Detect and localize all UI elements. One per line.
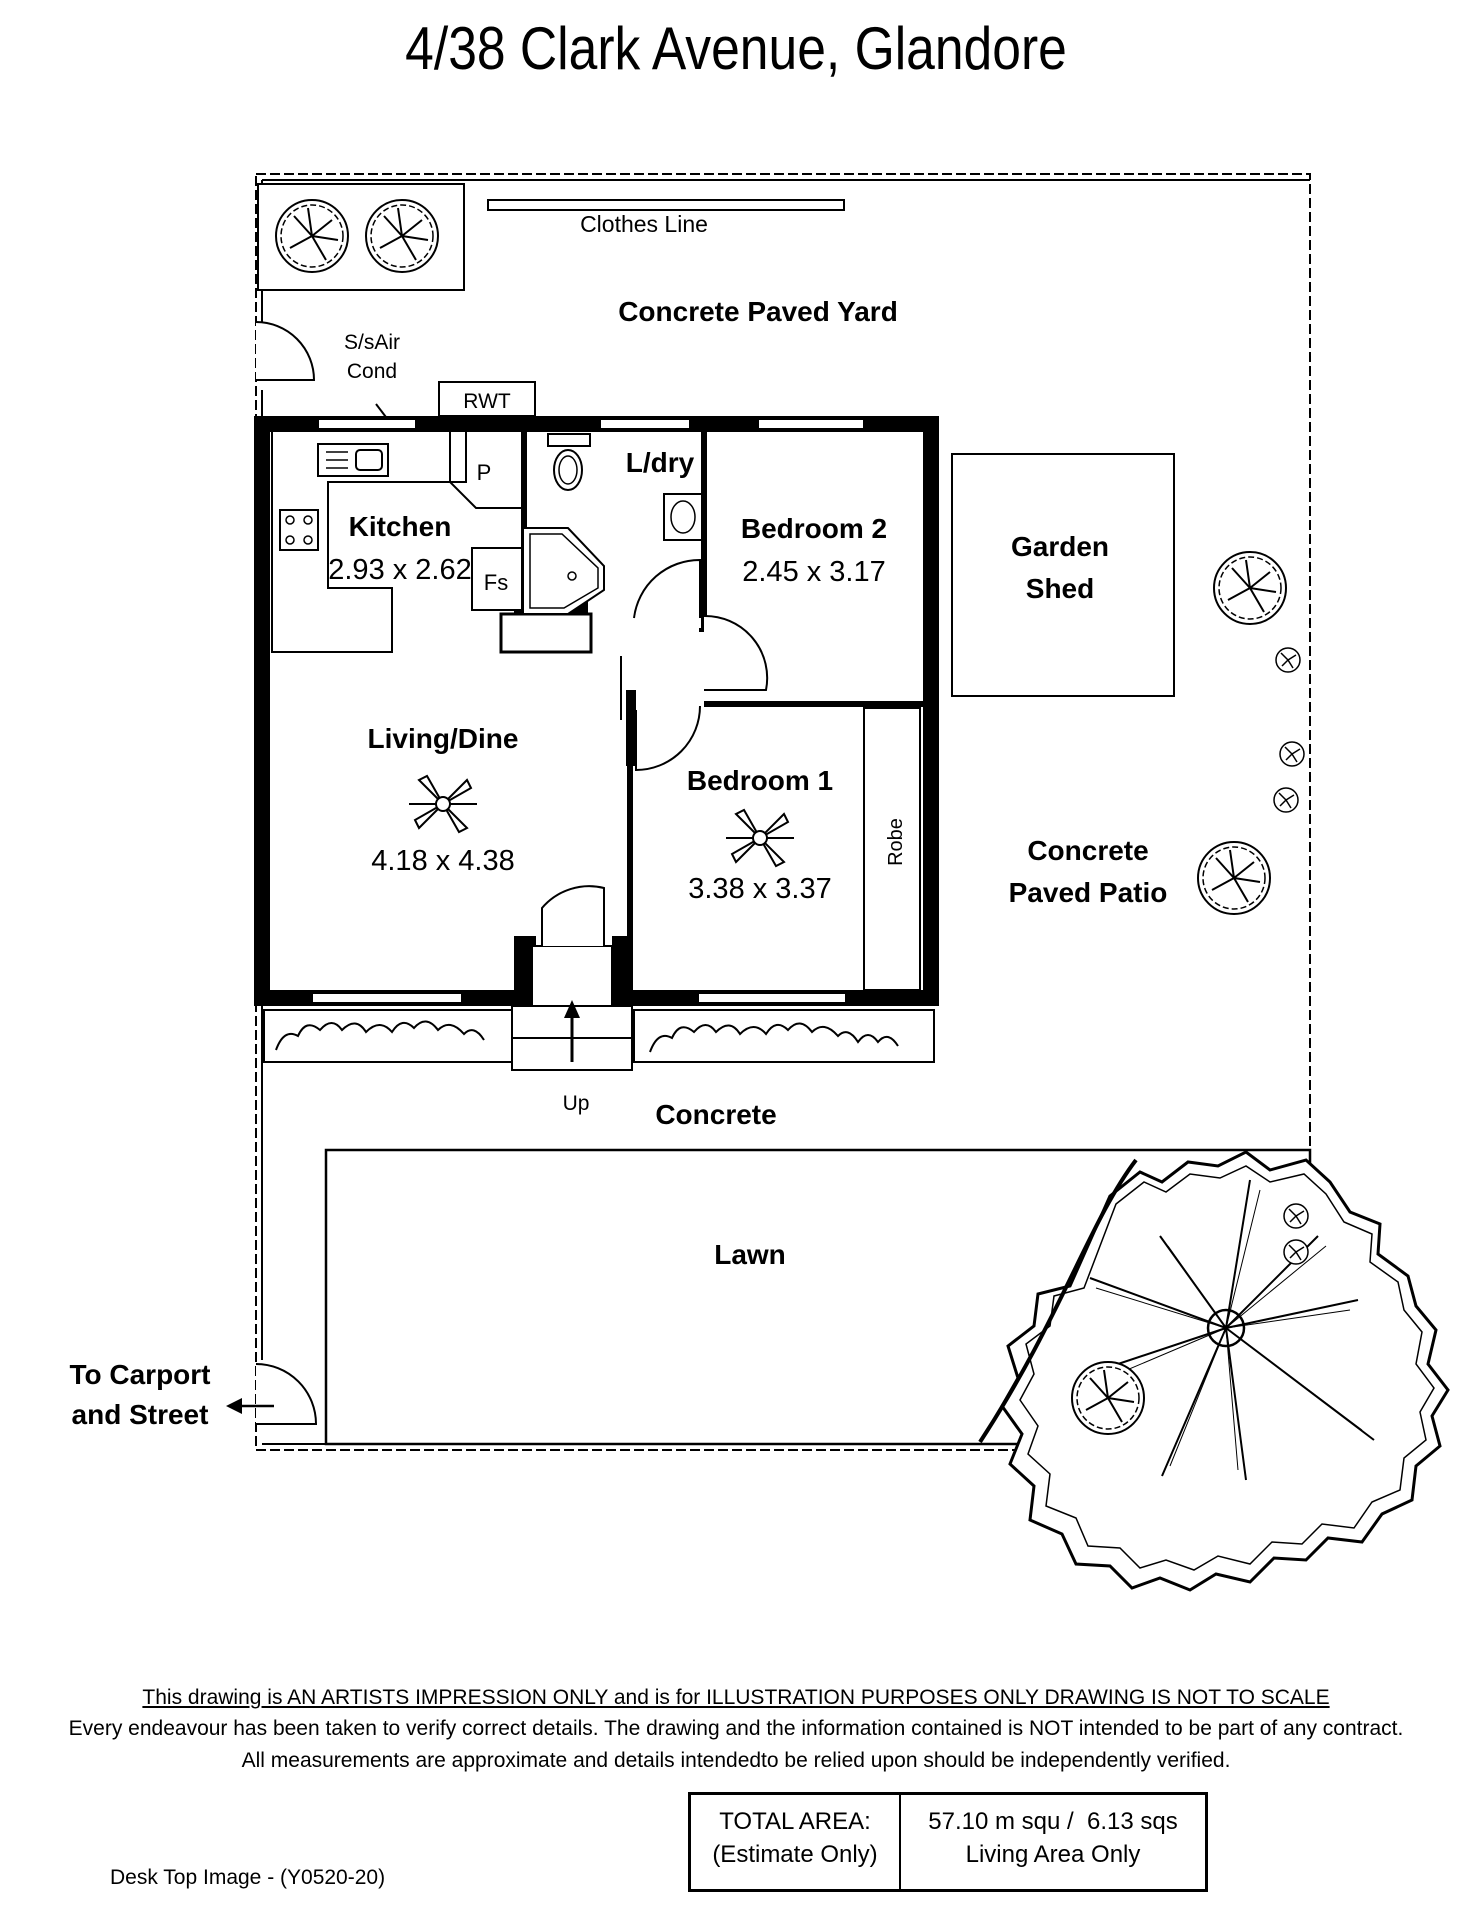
patio-label-1: Concrete	[1027, 835, 1148, 866]
area-value-2: Living Area Only	[965, 1841, 1141, 1868]
bedroom2-door[interactable]	[703, 614, 769, 691]
area-box: TOTAL AREA: (Estimate Only) 57.10 m squ …	[688, 1792, 1208, 1892]
aircon-label-1: S/sAir	[344, 331, 400, 354]
area-label-cell: TOTAL AREA: (Estimate Only)	[691, 1795, 901, 1889]
tree-icon	[1197, 841, 1271, 915]
shrub-icon	[1279, 741, 1305, 767]
concrete-label: Concrete	[655, 1099, 776, 1130]
kitchen-size: 2.93 x 2.62	[328, 554, 472, 586]
carport-gate[interactable]	[255, 1363, 318, 1425]
carport-label-2: and Street	[72, 1399, 209, 1430]
yard-gate[interactable]	[255, 321, 316, 381]
tree-icon	[1213, 551, 1287, 625]
wardrobe-block	[499, 612, 593, 654]
shrub-icon	[1273, 787, 1299, 813]
bedroom2-size: 2.45 x 3.17	[742, 556, 886, 588]
fridge-space-label: Fs	[484, 570, 508, 595]
aircon-label-2: Cond	[347, 360, 397, 383]
bedroom1-name: Bedroom 1	[687, 765, 833, 796]
area-value-1: 57.10 m squ / 6.13 sqs	[928, 1808, 1178, 1835]
fridge-space	[471, 547, 523, 611]
rain-water-tank	[438, 381, 536, 417]
tree-icon	[365, 199, 439, 273]
ceiling-fan-icon	[408, 775, 478, 833]
rwt-label: RWT	[463, 390, 511, 413]
lawn-label: Lawn	[714, 1239, 786, 1270]
garden-shed-label-2: Shed	[1026, 573, 1094, 604]
robe-label: Robe	[885, 818, 907, 866]
kitchen-name: Kitchen	[349, 511, 452, 542]
toilet-cistern	[547, 433, 591, 447]
area-value-cell: 57.10 m squ / 6.13 sqs Living Area Only	[901, 1795, 1205, 1889]
shrub-icon	[1275, 647, 1301, 673]
front-garden-beds	[263, 1009, 935, 1063]
shrub-icon	[1283, 1239, 1309, 1265]
robe	[863, 707, 921, 991]
yard-label: Concrete Paved Yard	[618, 296, 898, 327]
living-size: 4.18 x 4.38	[371, 845, 515, 877]
garden-shed	[951, 453, 1175, 697]
pantry	[449, 432, 524, 509]
patio-label-2: Paved Patio	[1009, 877, 1168, 908]
disclaimer-line-2: Every endeavour has been taken to verify…	[68, 1717, 1404, 1740]
carport-label-1: To Carport	[69, 1359, 210, 1390]
bedroom1-door[interactable]	[635, 705, 701, 772]
clothes-line	[487, 199, 845, 211]
footer-code: Desk Top Image - (Y0520-20)	[110, 1866, 386, 1889]
pantry-label: P	[477, 460, 492, 485]
entry	[531, 945, 613, 1007]
laundry-label: L/dry	[626, 447, 695, 478]
garden-shed-label-1: Garden	[1011, 531, 1109, 562]
cooktop-icon	[279, 509, 319, 551]
area-label-1: TOTAL AREA:	[719, 1808, 871, 1835]
clothes-line-label: Clothes Line	[580, 211, 708, 237]
wall-stub	[626, 690, 636, 766]
up-arrow-icon	[564, 1000, 580, 1018]
arrow-left-icon	[226, 1398, 242, 1414]
front-door[interactable]	[541, 885, 605, 946]
kitchen-bench	[271, 432, 467, 653]
up-label: Up	[563, 1092, 590, 1115]
windows	[311, 418, 865, 1004]
page-title: 4/38 Clark Avenue, Glandore	[405, 15, 1067, 82]
laundry-door[interactable]	[633, 558, 701, 619]
shrub-icon	[1283, 1203, 1309, 1229]
large-tree	[978, 1150, 1450, 1592]
tree-icon	[1071, 1361, 1145, 1435]
area-label-2: (Estimate Only)	[712, 1841, 878, 1868]
tree-icon	[275, 199, 349, 273]
disclaimer-line-3: All measurements are approximate and det…	[241, 1749, 1231, 1772]
bedroom1-size: 3.38 x 3.37	[688, 873, 832, 905]
bedroom2-name: Bedroom 2	[741, 513, 887, 544]
ceiling-fan-icon	[725, 809, 795, 867]
shower	[524, 527, 605, 615]
living-name: Living/Dine	[368, 723, 519, 754]
disclaimer-line-1: This drawing is AN ARTISTS IMPRESSION ON…	[142, 1686, 1330, 1709]
